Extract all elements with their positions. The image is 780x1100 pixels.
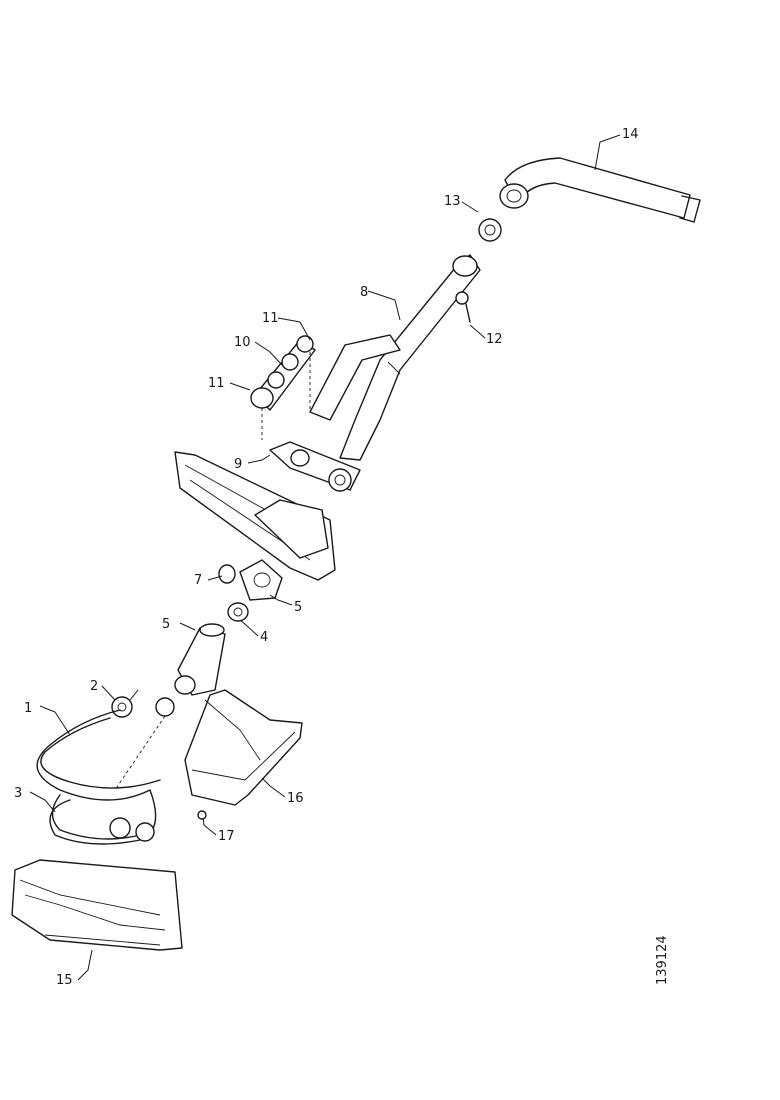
callout-13: 13 <box>444 194 461 209</box>
callout-10: 10 <box>234 335 251 350</box>
callout-3: 3 <box>14 786 22 801</box>
underfloor-heat-shield <box>11 859 183 951</box>
heat-shield-middle <box>174 451 336 581</box>
callout-1: 1 <box>24 701 32 716</box>
mounting-flange <box>269 441 361 492</box>
flange-gasket <box>239 559 283 601</box>
callout-labels: 14 13 8 12 11 10 11 9 7 5 4 5 2 1 3 16 1… <box>14 127 639 988</box>
flange-clamp <box>218 564 236 584</box>
tail-pipe-clamp <box>478 218 502 242</box>
callout-8: 8 <box>360 285 368 300</box>
pipe-clamp <box>155 697 175 717</box>
callout-4: 4 <box>260 630 268 645</box>
callout-16: 16 <box>287 791 304 806</box>
clamp <box>111 689 139 718</box>
callout-12: 12 <box>486 332 503 347</box>
rear-muffler-pipe <box>309 254 481 461</box>
figure-reference-number: 139124 <box>655 935 670 985</box>
callout-11-upper: 11 <box>262 311 279 326</box>
callout-7: 7 <box>194 573 202 588</box>
callout-15: 15 <box>56 973 73 988</box>
heat-shield <box>184 689 303 806</box>
leader-lines <box>29 134 621 981</box>
callout-6: 5 <box>294 600 302 615</box>
sealing-ring <box>227 602 249 622</box>
callout-14: 14 <box>622 127 639 142</box>
callout-11-lower: 11 <box>208 376 225 391</box>
fastener <box>197 810 207 820</box>
front-exhaust-pipe <box>36 709 166 845</box>
callout-5: 5 <box>162 617 170 632</box>
clamp-bracket-assembly <box>250 335 316 440</box>
catalytic-converter <box>174 623 226 696</box>
hanger-bolt <box>455 291 471 323</box>
callout-9: 9 <box>234 457 242 472</box>
callout-17: 17 <box>218 829 235 844</box>
tail-pipe <box>499 157 701 223</box>
callout-2: 2 <box>90 679 98 694</box>
